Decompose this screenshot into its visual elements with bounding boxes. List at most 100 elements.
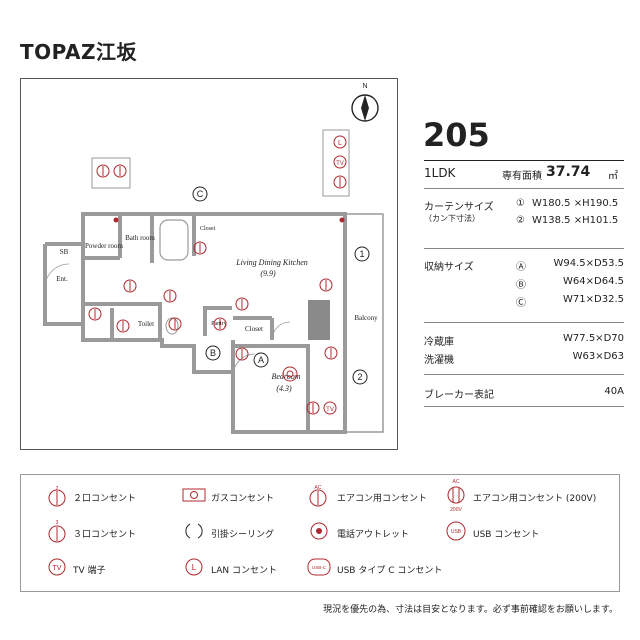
legend-label-outlet-2: ２口コンセント <box>73 494 137 504</box>
room-number: 205 <box>423 116 490 154</box>
legend-label-usb: USB コンセント <box>473 530 540 540</box>
phone-outlet-icon <box>339 217 345 223</box>
storage-key-b: Ⓑ <box>516 280 526 291</box>
outlet-2-icon: 2 <box>48 486 66 507</box>
washer-row: 洗濯機 W63×D63 <box>424 351 624 366</box>
storage-section: 収納サイズ Ⓐ W94.5×D53.5 Ⓑ W64×D64.5 Ⓒ W71×D3… <box>424 258 625 309</box>
curtain-label: カーテンサイズ <box>424 202 494 213</box>
svg-text:2: 2 <box>56 486 59 492</box>
compass-north-label: N <box>362 83 367 90</box>
room-bath: Bath room <box>125 234 155 242</box>
gas-outlet-icon <box>182 488 206 502</box>
outlet-2-icon <box>213 317 227 331</box>
door-closet <box>271 321 291 341</box>
curtain-value-2: W138.5 ×H101.5 <box>532 215 619 226</box>
outlet-2-icon <box>163 289 177 303</box>
curtain-sublabel: （カン下寸法） <box>424 214 480 223</box>
outdoor-outlet-box <box>91 157 131 189</box>
legend-label-tv: TV 端子 <box>73 566 106 576</box>
room-ldk: Living Dining Kitchen <box>235 258 308 267</box>
svg-text:AC: AC <box>453 479 460 485</box>
room-pantry: Pantry <box>211 321 227 327</box>
room-closet: Closet <box>245 325 263 333</box>
svg-text:USB-C: USB-C <box>312 565 327 570</box>
svg-text:TV: TV <box>336 161 344 167</box>
usb-c-outlet-icon: USB-C <box>307 558 331 576</box>
svg-text:2: 2 <box>357 372 362 382</box>
tv-terminal-icon: TV <box>333 155 347 169</box>
area-label: 専有面積 <box>502 171 542 182</box>
storage-marker-c: C <box>192 186 208 202</box>
room-balcony: Balcony <box>354 314 378 322</box>
fridge-value: W77.5×D70 <box>563 333 624 344</box>
structural-column <box>308 300 330 340</box>
layout-row: 1LDK 専有面積 37.74 ㎡ <box>424 164 624 182</box>
ac-outlet-icon <box>324 346 338 360</box>
outlet-2-icon <box>193 241 207 255</box>
legend-label-ac: エアコン用コンセント <box>337 494 428 504</box>
room-bedroom: Bedroom <box>271 372 300 381</box>
legend-label-gas: ガスコンセント <box>211 494 275 504</box>
outlet-2-icon <box>235 297 249 311</box>
curtain-section: カーテンサイズ （カン下寸法） ① W180.5 ×H190.5 ② W138.… <box>424 198 624 226</box>
storage-value-a: W94.5×D53.5 <box>553 258 625 269</box>
ceiling-hook-icon <box>282 366 298 382</box>
room-closet-small: Closet <box>200 226 216 232</box>
floorplan: N SB Ent. Powder room Bath room Closet L… <box>43 83 384 434</box>
ceiling-hook-icon <box>185 523 203 539</box>
svg-text:AC: AC <box>315 485 322 491</box>
legend-label-ac-200v: エアコン用コンセント (200V) <box>473 494 597 504</box>
outlet-2-icon <box>116 319 130 333</box>
bathtub <box>159 219 189 261</box>
curtain-marker-1: 1 <box>354 246 370 262</box>
svg-text:B: B <box>210 348 216 358</box>
wall-entrance <box>43 242 83 326</box>
storage-key-c: Ⓒ <box>516 298 526 309</box>
divider <box>424 374 624 375</box>
wall-toilet <box>83 302 162 340</box>
curtain-key-2: ② <box>516 215 525 226</box>
room-powder: Powder room <box>85 242 123 250</box>
tv-terminal-icon: TV <box>323 401 337 415</box>
phone-outlet-icon <box>113 217 119 223</box>
fridge-label: 冷蔵庫 <box>424 337 454 348</box>
breaker-value: 40A <box>604 386 624 397</box>
curtain-key-1: ① <box>516 198 525 209</box>
outlet-2-icon <box>168 317 182 331</box>
outlet-2-icon <box>306 401 320 415</box>
outdoor-terminal-box <box>322 129 350 197</box>
breaker-row: ブレーカー表記 40A <box>424 386 624 401</box>
divider <box>424 160 624 161</box>
legend-panel: 2 ２口コンセント ガスコンセント AC エアコン用コンセント AC 200V … <box>20 474 620 592</box>
divider <box>424 248 624 249</box>
room-toilet: Toilet <box>138 320 154 328</box>
usb-outlet-icon: USB <box>446 521 466 541</box>
outlet-2-icon <box>235 347 249 361</box>
svg-text:TV: TV <box>53 565 62 572</box>
door-bedroom <box>232 353 256 377</box>
outlet-2-icon <box>88 307 102 321</box>
compass-icon: N <box>351 83 379 122</box>
curtain-marker-2: 2 <box>352 369 368 385</box>
lan-outlet-icon: L <box>185 558 203 576</box>
svg-text:L: L <box>192 563 197 572</box>
storage-marker-b: B <box>205 345 221 361</box>
breaker-label: ブレーカー表記 <box>424 390 494 401</box>
room-sb: SB <box>60 248 69 256</box>
washer-label: 洗濯機 <box>424 355 454 366</box>
svg-text:C: C <box>197 189 204 199</box>
fridge-row: 冷蔵庫 W77.5×D70 <box>424 333 624 348</box>
divider <box>424 406 624 407</box>
ac-outlet-icon <box>319 278 333 292</box>
outlet-3-icon: 3 <box>48 520 66 543</box>
svg-text:USB: USB <box>451 529 462 535</box>
legend-label-outlet-3: ３口コンセント <box>73 530 137 540</box>
washer-value: W63×D63 <box>572 351 624 362</box>
room-ldk-size: (9.9) <box>260 269 276 278</box>
divider <box>424 188 624 189</box>
toilet-bowl <box>165 317 179 335</box>
legend-label-ceiling: 引掛シーリング <box>211 530 275 540</box>
wall-powder <box>83 214 122 260</box>
ac-outlet-200v-icon: AC 200V <box>447 479 465 513</box>
room-entrance: Ent. <box>56 275 68 283</box>
